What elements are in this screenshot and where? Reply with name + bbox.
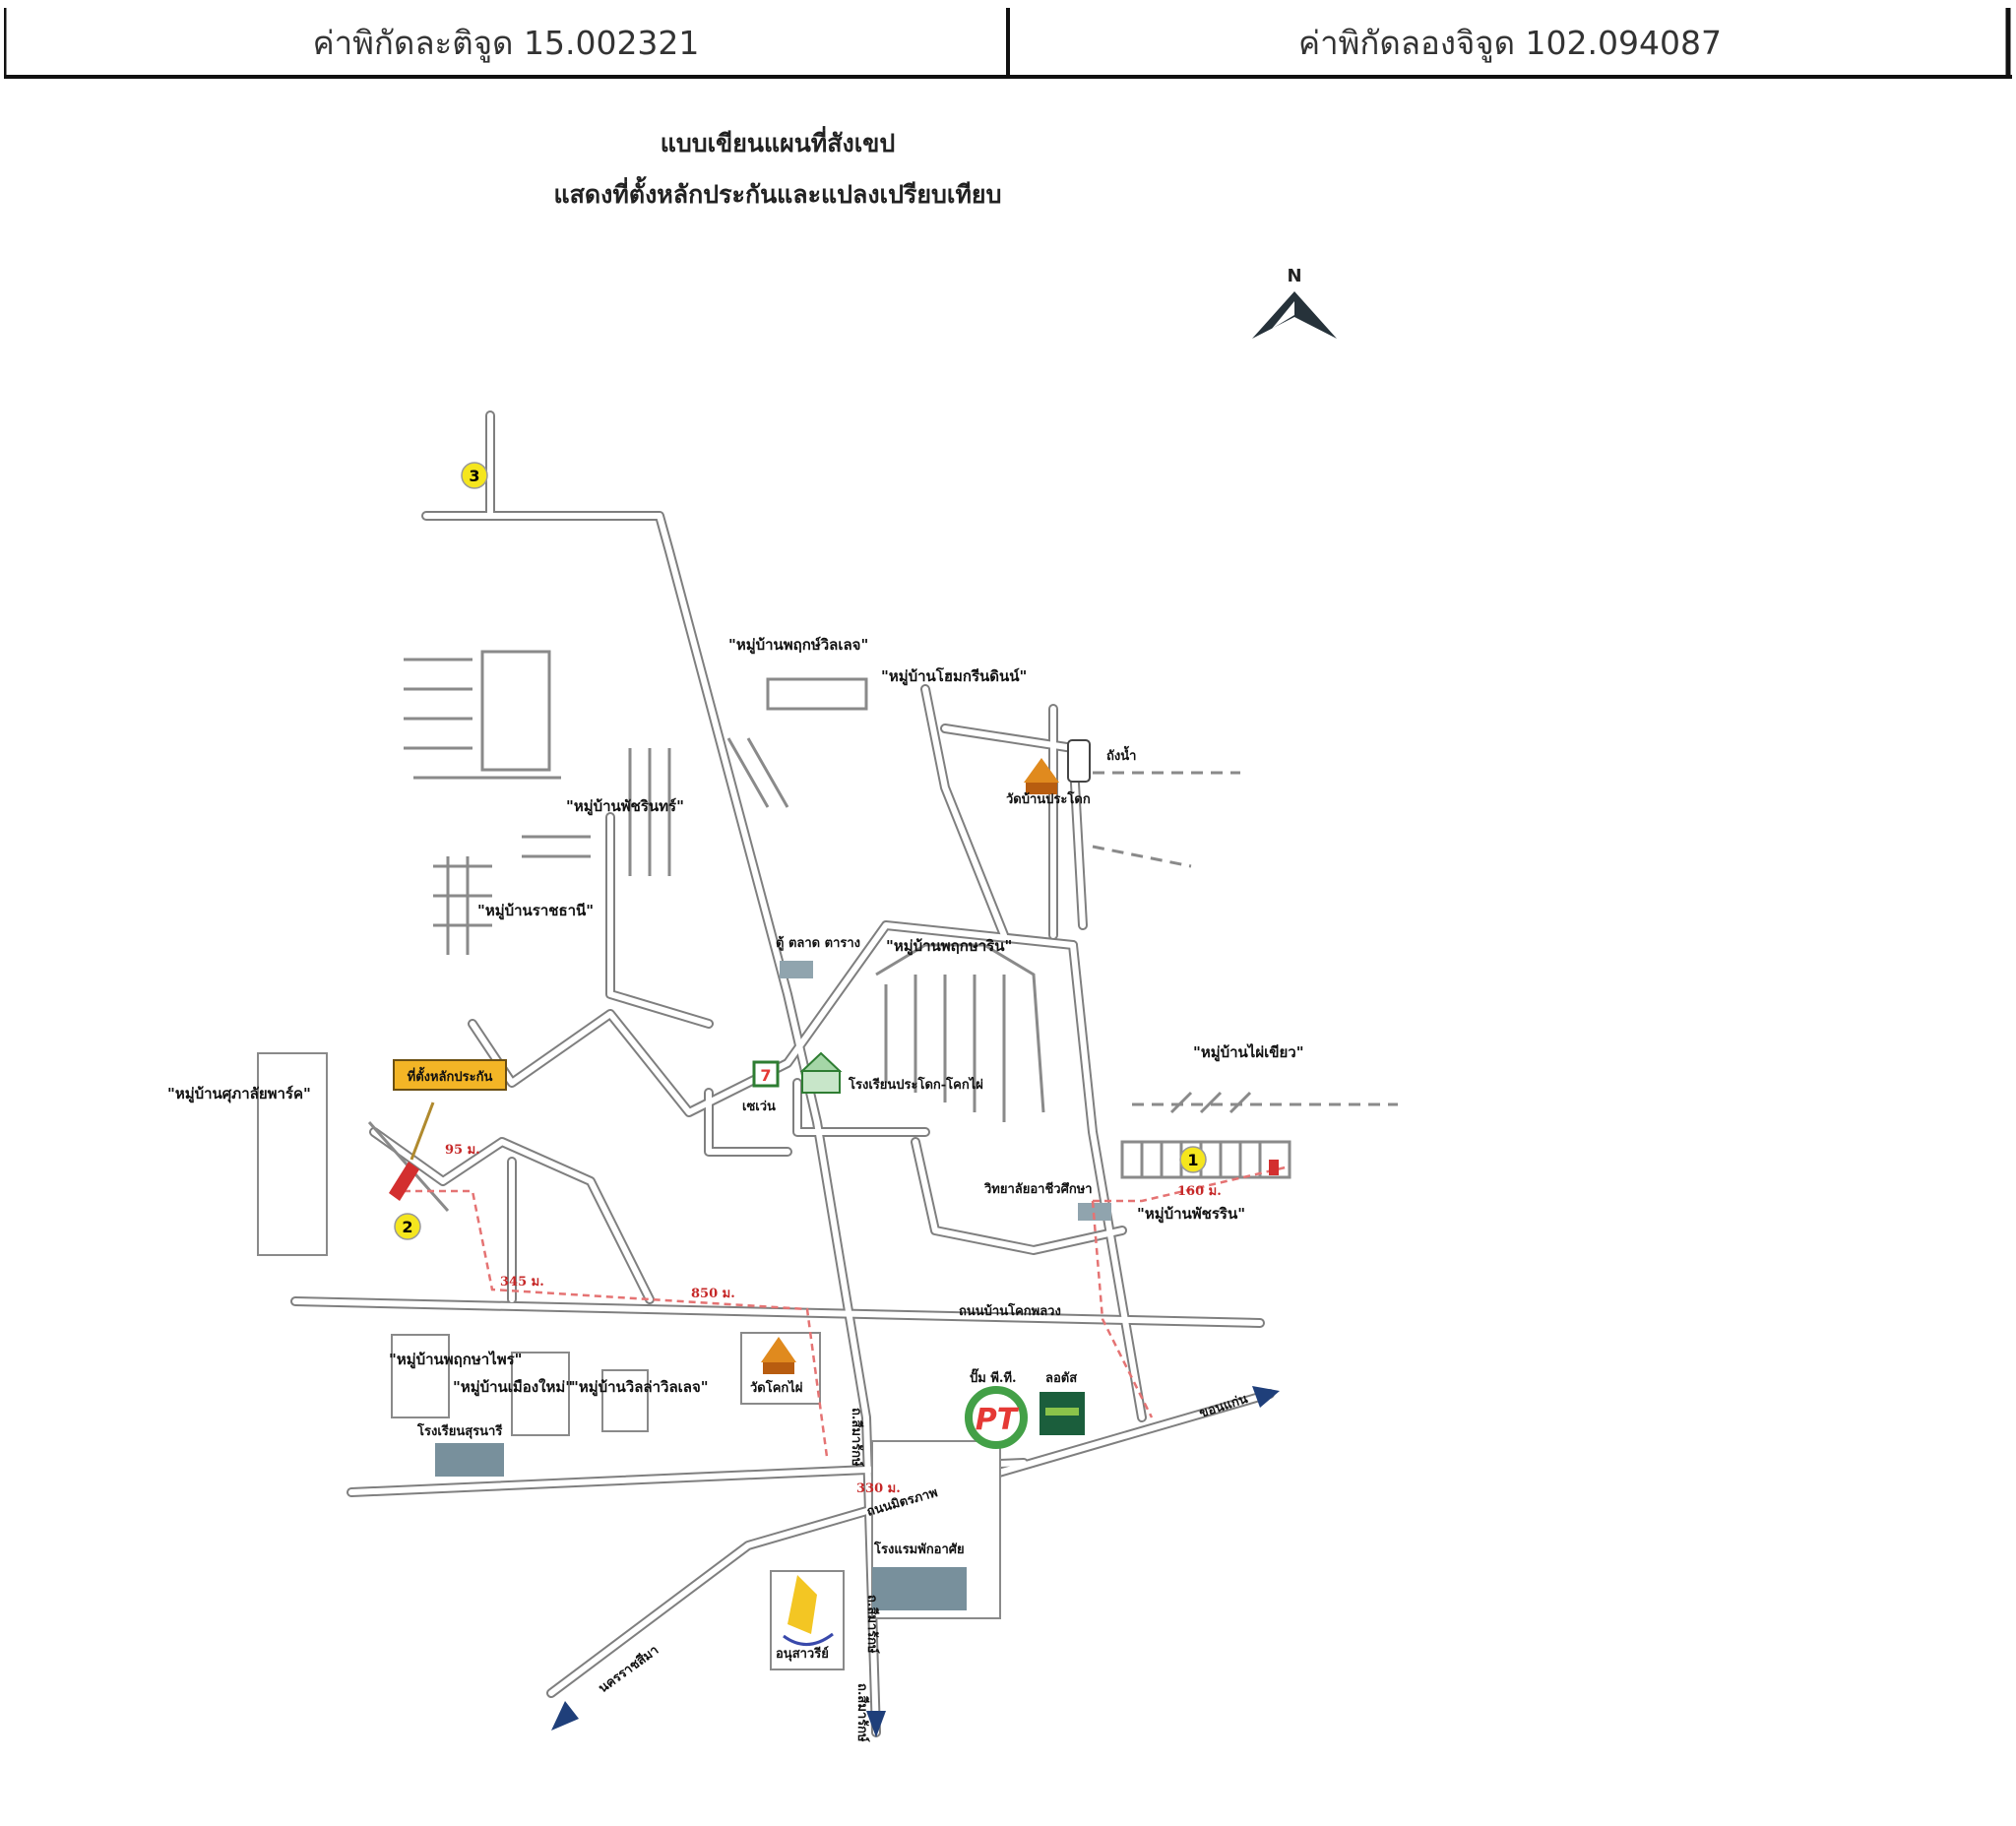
north-letter: N — [1287, 266, 1301, 286]
label-village-g: "หมู่บ้านศุภาลัยพาร์ค" — [167, 1085, 311, 1103]
label-dir-s2: ถ.สีมารักษ์ — [864, 1595, 880, 1654]
label-village-e: "หมู่บ้านพฤกษาริน" — [886, 937, 1012, 956]
distance-850: 850 ม. — [691, 1287, 735, 1301]
map-subtitle: แสดงที่ตั้งหลักประกันและแปลงเปรียบเทียบ — [553, 180, 1002, 209]
label-village-b: "หมู่บ้านโฮมกรีนดินน์" — [881, 666, 1027, 686]
label-factory: โรงแรมพักอาศัย — [873, 1541, 965, 1557]
marker-1: 1 — [1179, 1146, 1207, 1173]
direction-arrow-icon — [551, 1386, 1280, 1737]
water-tank-icon — [1067, 739, 1091, 783]
label-school-2: โรงเรียนสุรนารี — [416, 1422, 502, 1439]
label-seven: เซเว่น — [742, 1100, 776, 1114]
pt-station-icon: PT — [965, 1386, 1028, 1449]
school-icon — [799, 1051, 843, 1094]
road-network — [290, 410, 1275, 1737]
coordinate-table-border — [4, 8, 2012, 79]
label-lotus: ลอตัส — [1045, 1371, 1077, 1386]
collateral-plot — [389, 1102, 1279, 1201]
longitude-value: ค่าพิกัดลองจิจูด 102.094087 — [1298, 23, 1722, 62]
seven-eleven-icon: 7 — [752, 1060, 780, 1088]
distance-labels: 95 ม. 345 ม. 850 ม. 330 ม. 160 ม. — [445, 1143, 1222, 1496]
temple-icon-2 — [761, 1337, 796, 1374]
label-village-d: "หมู่บ้านราชธานี" — [477, 902, 594, 920]
label-pt: ปั๊ม พี.ที. — [970, 1368, 1017, 1386]
label-village-f: "หมู่บ้านไผ่เขียว" — [1193, 1042, 1304, 1062]
label-village-h: "หมู่บ้านพัชรริน" — [1137, 1205, 1245, 1224]
label-village-c: "หมู่บ้านพัชรินทร์" — [566, 797, 684, 816]
target-label: ที่ตั้งหลักประกัน — [408, 1066, 493, 1085]
label-water-tank: ถังน้ำ — [1106, 745, 1136, 764]
housing-blocks — [257, 650, 1398, 1256]
distance-330: 330 ม. — [856, 1481, 901, 1496]
label-college: วิทยาลัยอาชีวศึกษา — [983, 1181, 1092, 1197]
monument-icon — [783, 1575, 834, 1646]
label-market: ตู้ ตลาด ตาราง — [776, 935, 860, 951]
marker-3: 3 — [461, 462, 488, 489]
label-temple-2: วัดโคกไผ่ — [750, 1379, 802, 1396]
lotus-store-icon — [1040, 1392, 1085, 1435]
svg-text:2: 2 — [402, 1218, 412, 1236]
north-compass-icon: N — [1252, 266, 1337, 339]
label-temple-1: วัดบ้านประโดก — [1006, 790, 1091, 807]
temple-icon — [1024, 758, 1059, 794]
label-dir-e: ขอนแก่น — [1198, 1392, 1250, 1421]
svg-text:1: 1 — [1187, 1151, 1198, 1169]
marker-2: 2 — [394, 1213, 421, 1240]
target-callout: ที่ตั้งหลักประกัน — [393, 1059, 507, 1091]
coordinate-table: ค่าพิกัดละติจูด 15.002321 ค่าพิกัดลองจิจ… — [4, 8, 2012, 79]
latitude-value: ค่าพิกัดละติจูด 15.002321 — [312, 23, 700, 62]
label-village-i: "หมู่บ้านพฤกษาไพร" — [389, 1350, 522, 1369]
svg-text:7: 7 — [760, 1066, 771, 1085]
distance-routes — [404, 1165, 1291, 1458]
svg-text:3: 3 — [469, 467, 479, 485]
distance-345: 345 ม. — [500, 1275, 544, 1290]
distance-160: 160 ม. — [1177, 1184, 1222, 1199]
label-school-1: โรงเรียนประโดก-โคกไผ่ — [848, 1076, 983, 1093]
label-village-a: "หมู่บ้านพฤกษ์วิลเลจ" — [728, 636, 868, 655]
label-local-road: ถนนบ้านโคกพลวง — [959, 1302, 1061, 1319]
map-title: แบบเขียนแผนที่สังเขป — [660, 129, 896, 157]
label-village-j: "หมู่บ้านเมืองใหม่" — [453, 1378, 573, 1397]
label-monument: อนุสาวรีย์ — [776, 1646, 829, 1662]
svg-text:PT: PT — [976, 1403, 1020, 1437]
label-dir-n: ถ.สีมารักษ์ — [849, 1408, 864, 1467]
building-icon — [435, 961, 1111, 1610]
label-dir-s: ถ.สีมารักษ์ — [854, 1683, 870, 1742]
label-village-k: "หมู่บ้านวิลล่าวิลเลจ" — [571, 1378, 709, 1397]
distance-95: 95 ม. — [445, 1143, 480, 1158]
